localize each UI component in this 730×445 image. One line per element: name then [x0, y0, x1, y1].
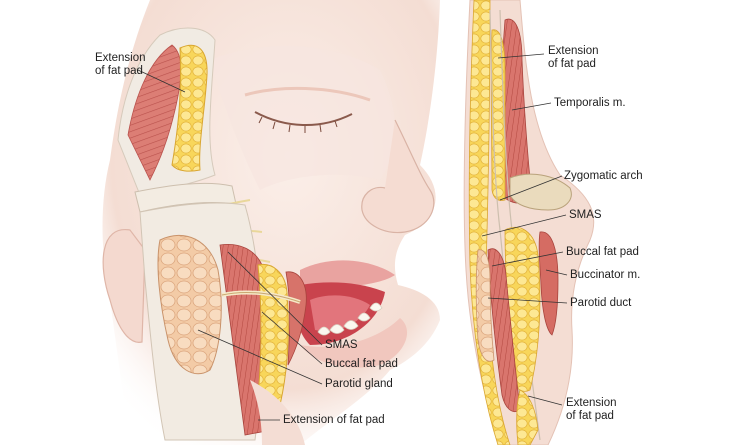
- label-buccal-fat-pad-right: Buccal fat pad: [566, 246, 639, 258]
- closed-eye: [254, 111, 353, 127]
- right-cross-section: [463, 0, 595, 445]
- leader-buccal-right: [491, 251, 564, 267]
- left-face-view: [102, 0, 440, 445]
- eyebrow-fold: [244, 86, 371, 102]
- leader-extension-top-right: [497, 53, 545, 59]
- label-zygomatic-arch: Zygomatic arch: [564, 170, 643, 182]
- section-buccinator: [538, 231, 559, 336]
- section-fat-lower: [516, 389, 539, 445]
- cheek-shadow: [210, 46, 395, 190]
- label-smas-right: SMAS: [569, 209, 602, 221]
- label-buccinator: Buccinator m.: [570, 269, 641, 281]
- zygomatic-arch-bone: [509, 173, 572, 211]
- section-parotid: [475, 249, 495, 362]
- upper-lip: [300, 260, 395, 287]
- leader-extension-bottom-right: [527, 395, 563, 406]
- label-extension-bottom-right: Extension of fat pad: [566, 397, 617, 422]
- neck-muscle-edge: [250, 380, 305, 445]
- label-extension-top-right: Extension of fat pad: [548, 45, 599, 70]
- teeth: [317, 302, 383, 336]
- tongue: [310, 295, 370, 332]
- buccinator-muscle: [285, 271, 307, 366]
- leader-zygomatic: [499, 175, 563, 201]
- label-extension-bottom-left: Extension of fat pad: [283, 414, 385, 426]
- temporal-fat-pad: [171, 44, 208, 172]
- label-temporalis: Temporalis m.: [554, 97, 626, 109]
- leader-extension-top-left: [137, 69, 186, 93]
- leader-buccal-left: [261, 311, 323, 365]
- leader-temporalis: [511, 102, 552, 111]
- label-parotid-gland: Parotid gland: [325, 378, 393, 390]
- leader-buccinator: [545, 269, 568, 276]
- leader-parotid-left: [197, 329, 323, 385]
- lower-lip: [300, 318, 408, 368]
- label-smas-left: SMAS: [325, 339, 358, 351]
- label-buccal-fat-pad-left: Buccal fat pad: [325, 358, 398, 370]
- leader-parotid-duct: [487, 297, 568, 304]
- leader-lines: [137, 53, 568, 421]
- nose: [361, 119, 435, 234]
- eye-lashes: [258, 116, 338, 133]
- label-parotid-duct: Parotid duct: [570, 297, 632, 309]
- leader-smas-left: [227, 251, 323, 346]
- ear: [102, 229, 146, 343]
- leader-smas-right: [481, 214, 567, 237]
- parotid-gland: [157, 235, 222, 375]
- label-extension-top-left: Extension of fat pad: [95, 52, 146, 77]
